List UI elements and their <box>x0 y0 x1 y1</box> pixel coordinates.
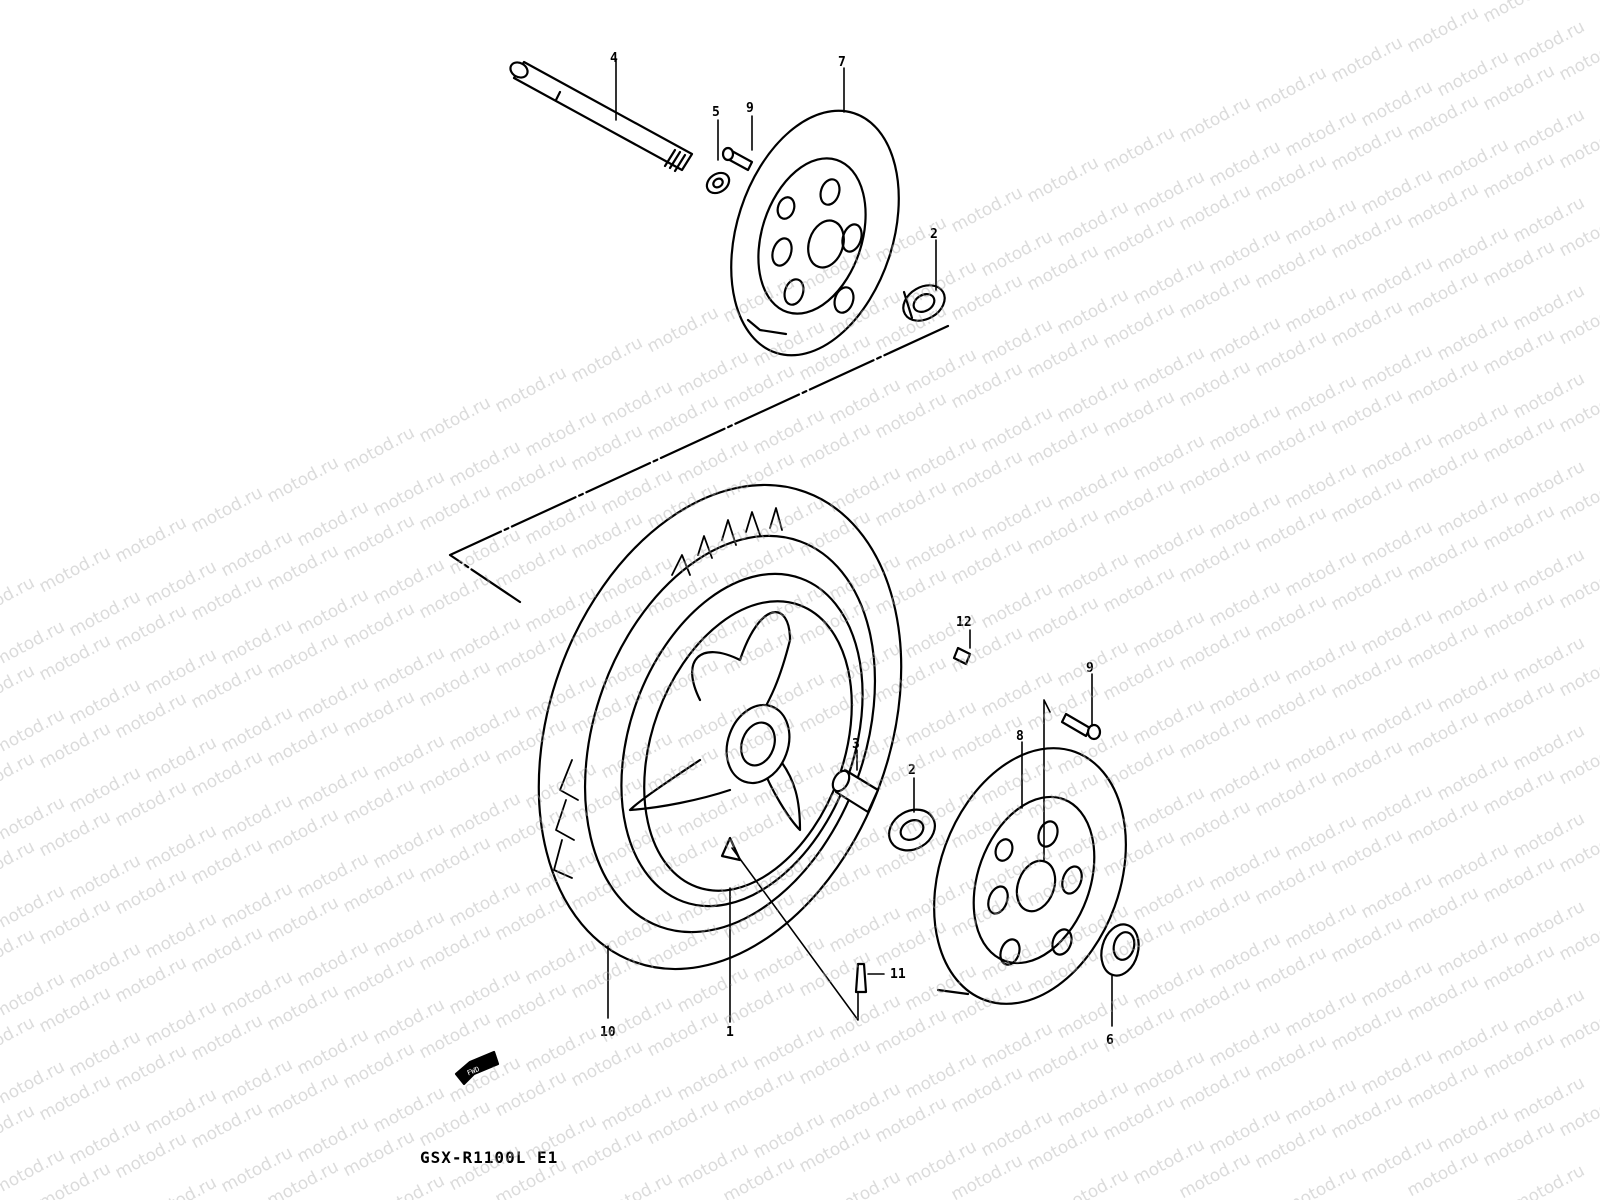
callout-7: 7 <box>838 55 846 70</box>
callout-2-upper: 2 <box>930 227 938 242</box>
disc-bolt-lower <box>1060 712 1102 741</box>
tire-valve <box>854 962 868 994</box>
brake-disc-lower <box>933 747 1127 1005</box>
callout-2-lower: 2 <box>908 763 916 778</box>
model-label: GSX-R1100L E1 <box>420 1148 559 1167</box>
leader-11-valve <box>731 847 859 1021</box>
bearing-upper <box>902 284 946 322</box>
bearing-lower <box>888 808 936 852</box>
callout-9-lower: 9 <box>1086 661 1094 676</box>
callout-4: 4 <box>610 51 618 66</box>
callout-1: 1 <box>726 1025 734 1040</box>
spacer <box>831 768 880 814</box>
balancer-weight <box>952 646 972 666</box>
callout-5: 5 <box>712 105 720 120</box>
wheel-rim <box>620 572 864 908</box>
assembly-line <box>448 324 950 604</box>
callout-11: 11 <box>890 967 906 982</box>
axle-collar <box>1100 923 1140 977</box>
callout-6: 6 <box>1106 1033 1114 1048</box>
front-axle <box>509 60 694 173</box>
callout-9-upper: 9 <box>746 101 754 116</box>
callout-8: 8 <box>1016 729 1024 744</box>
washer <box>705 171 731 195</box>
leader-8b <box>1043 699 1051 861</box>
callout-10: 10 <box>600 1025 616 1040</box>
callout-12: 12 <box>956 615 972 630</box>
callout-3: 3 <box>852 737 860 752</box>
disc-bolt-upper <box>721 146 754 172</box>
front-direction-arrow <box>454 1050 500 1086</box>
brake-disc-upper <box>730 109 900 357</box>
